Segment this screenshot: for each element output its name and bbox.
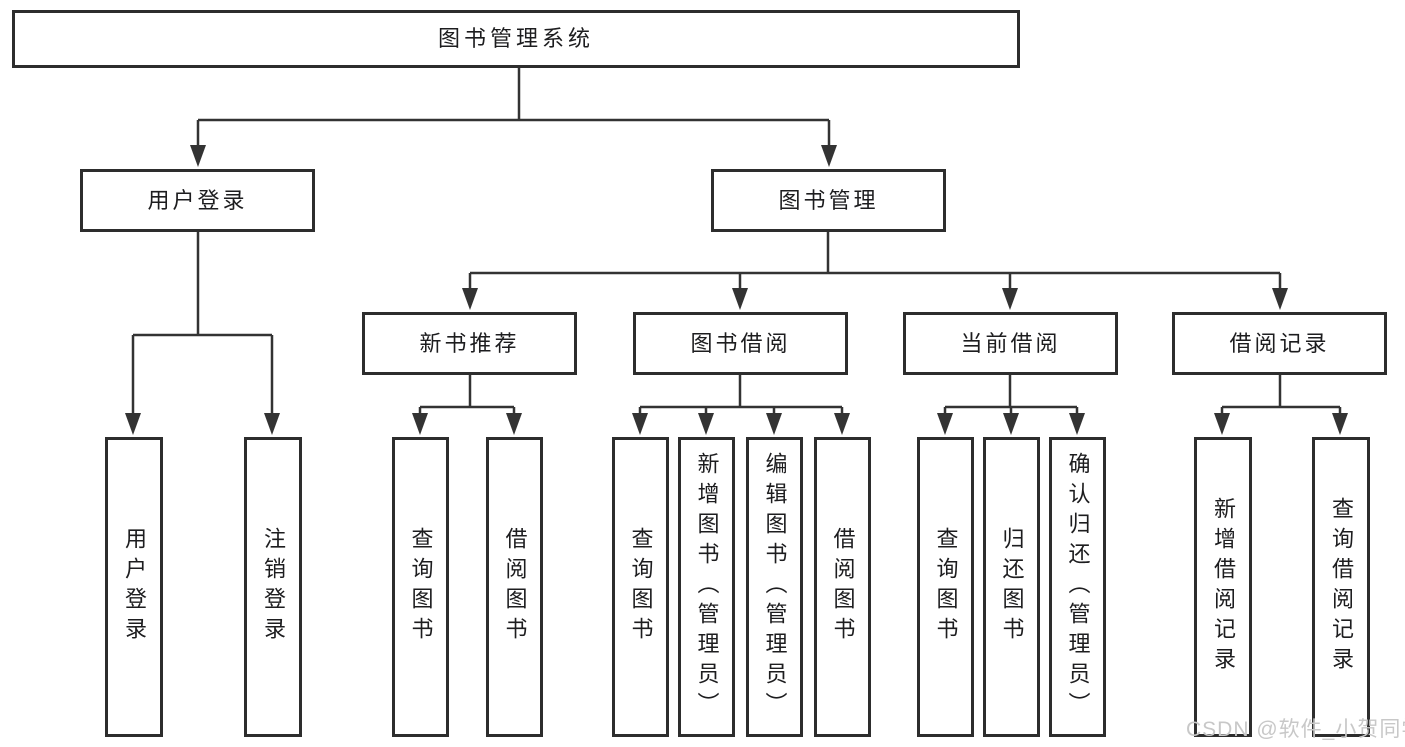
leaf-bb-edit-books-admin: 编辑图书（管理员） bbox=[746, 437, 803, 737]
leaf-bb-edit-books-admin-label: 编辑图书（管理员） bbox=[762, 452, 788, 722]
node-new-book-recommend-label: 新书推荐 bbox=[419, 330, 520, 356]
node-new-book-recommend: 新书推荐 bbox=[362, 312, 577, 375]
leaf-logout: 注销登录 bbox=[244, 437, 302, 737]
arrowhead bbox=[190, 145, 206, 167]
node-book-management-label: 图书管理 bbox=[778, 187, 879, 213]
node-root-label: 图书管理系统 bbox=[437, 26, 594, 51]
leaf-nbr-query-books: 查询图书 bbox=[392, 437, 449, 737]
arrowhead bbox=[1332, 413, 1348, 435]
arrowhead bbox=[1003, 413, 1019, 435]
leaf-bb-borrow-books-label: 借阅图书 bbox=[830, 527, 856, 647]
arrowhead bbox=[766, 413, 782, 435]
arrowhead bbox=[1272, 288, 1288, 310]
arrowhead bbox=[412, 413, 428, 435]
leaf-bb-add-books-admin-label: 新增图书（管理员） bbox=[694, 452, 720, 722]
leaf-cb-return-books: 归还图书 bbox=[983, 437, 1040, 737]
arrowhead bbox=[732, 288, 748, 310]
leaf-cb-return-books-label: 归还图书 bbox=[999, 527, 1025, 647]
node-borrow-records: 借阅记录 bbox=[1172, 312, 1387, 375]
node-borrow-records-label: 借阅记录 bbox=[1229, 330, 1330, 356]
leaf-bb-borrow-books: 借阅图书 bbox=[814, 437, 871, 737]
node-root: 图书管理系统 bbox=[12, 10, 1020, 68]
leaf-user-login: 用户登录 bbox=[105, 437, 163, 737]
leaf-bb-add-books-admin: 新增图书（管理员） bbox=[678, 437, 735, 737]
arrowhead bbox=[125, 413, 141, 435]
leaf-nbr-query-books-label: 查询图书 bbox=[408, 527, 434, 647]
node-book-borrow-label: 图书借阅 bbox=[690, 330, 791, 356]
arrowhead bbox=[937, 413, 953, 435]
arrowhead bbox=[506, 413, 522, 435]
arrowhead bbox=[821, 145, 837, 167]
arrowhead bbox=[1214, 413, 1230, 435]
watermark: CSDN @软件_小贺同学 bbox=[1186, 718, 1405, 741]
leaf-cb-confirm-return-admin: 确认归还（管理员） bbox=[1049, 437, 1106, 737]
arrowhead bbox=[264, 413, 280, 435]
node-user-login-label: 用户登录 bbox=[147, 187, 248, 213]
leaf-br-add-borrow-record-label: 新增借阅记录 bbox=[1211, 497, 1236, 677]
node-current-borrow-label: 当前借阅 bbox=[960, 330, 1061, 356]
leaf-nbr-borrow-books: 借阅图书 bbox=[486, 437, 543, 737]
node-book-borrow: 图书借阅 bbox=[633, 312, 848, 375]
arrowhead bbox=[698, 413, 714, 435]
arrowhead bbox=[1069, 413, 1085, 435]
leaf-cb-confirm-return-admin-label: 确认归还（管理员） bbox=[1065, 452, 1091, 722]
leaf-cb-query-books-label: 查询图书 bbox=[933, 527, 959, 647]
arrowhead bbox=[462, 288, 478, 310]
node-book-management: 图书管理 bbox=[711, 169, 946, 232]
arrowhead bbox=[1002, 288, 1018, 310]
leaf-cb-query-books: 查询图书 bbox=[917, 437, 974, 737]
leaf-bb-query-books-label: 查询图书 bbox=[628, 527, 654, 647]
leaf-br-query-borrow-record: 查询借阅记录 bbox=[1312, 437, 1370, 737]
arrowhead bbox=[632, 413, 648, 435]
leaf-nbr-borrow-books-label: 借阅图书 bbox=[502, 527, 528, 647]
leaf-br-add-borrow-record: 新增借阅记录 bbox=[1194, 437, 1252, 737]
node-user-login: 用户登录 bbox=[80, 169, 315, 232]
leaf-br-query-borrow-record-label: 查询借阅记录 bbox=[1329, 497, 1354, 677]
leaf-bb-query-books: 查询图书 bbox=[612, 437, 669, 737]
leaf-logout-label: 注销登录 bbox=[261, 527, 286, 647]
node-current-borrow: 当前借阅 bbox=[903, 312, 1118, 375]
arrowhead bbox=[834, 413, 850, 435]
leaf-user-login-label: 用户登录 bbox=[122, 527, 147, 647]
